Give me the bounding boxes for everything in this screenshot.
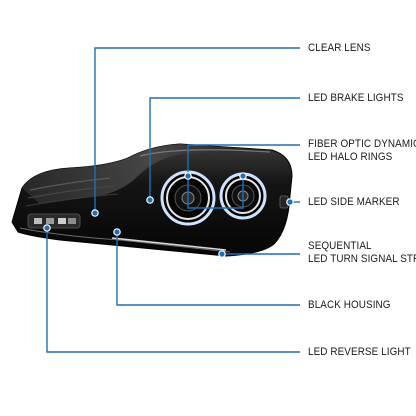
leader-black-housing xyxy=(116,232,300,306)
callout-black-housing-text: BLACK HOUSING xyxy=(308,299,391,311)
callout-reverse-light: LED REVERSE LIGHT xyxy=(308,346,411,359)
callout-halo-rings-line2: LED HALO RINGS xyxy=(308,151,393,163)
callout-turn-signal-line1: SEQUENTIAL xyxy=(308,240,372,252)
callout-dots xyxy=(43,172,294,258)
dot-black-housing xyxy=(113,228,121,236)
callout-side-marker-text: LED SIDE MARKER xyxy=(308,196,400,208)
callout-brake-lights-text: LED BRAKE LIGHTS xyxy=(308,92,404,104)
callout-reverse-light-text: LED REVERSE LIGHT xyxy=(308,346,411,358)
callout-black-housing: BLACK HOUSING xyxy=(308,299,391,312)
leader-brake-lights xyxy=(149,97,300,200)
dot-brake-lights xyxy=(146,196,154,204)
dot-side-marker xyxy=(286,198,294,206)
leader-reverse-light xyxy=(46,228,300,353)
dot-turn-signal xyxy=(218,250,226,258)
dot-halo-rings-a xyxy=(184,172,192,180)
turn-signal-strip-shape xyxy=(111,237,227,251)
dot-clear-lens xyxy=(91,209,99,217)
callout-clear-lens: CLEAR LENS xyxy=(308,42,371,55)
leader-lines xyxy=(46,47,300,353)
callout-turn-signal-line2: LED TURN SIGNAL STRIP xyxy=(308,253,416,265)
callout-brake-lights: LED BRAKE LIGHTS xyxy=(308,92,404,105)
leader-halo-rings-b xyxy=(187,176,244,209)
callout-halo-rings-line1: FIBER OPTIC DYNAMIC xyxy=(308,138,416,150)
leader-halo-rings xyxy=(187,144,300,176)
dot-reverse-light xyxy=(43,224,51,232)
dot-halo-rings-b xyxy=(239,172,247,180)
callout-side-marker: LED SIDE MARKER xyxy=(308,196,400,209)
callout-clear-lens-text: CLEAR LENS xyxy=(308,42,371,54)
leader-clear-lens xyxy=(94,47,300,213)
reverse-light-shape xyxy=(27,213,81,229)
callout-halo-rings: FIBER OPTIC DYNAMIC LED HALO RINGS xyxy=(308,138,416,164)
callout-turn-signal: SEQUENTIAL LED TURN SIGNAL STRIP xyxy=(308,240,416,266)
